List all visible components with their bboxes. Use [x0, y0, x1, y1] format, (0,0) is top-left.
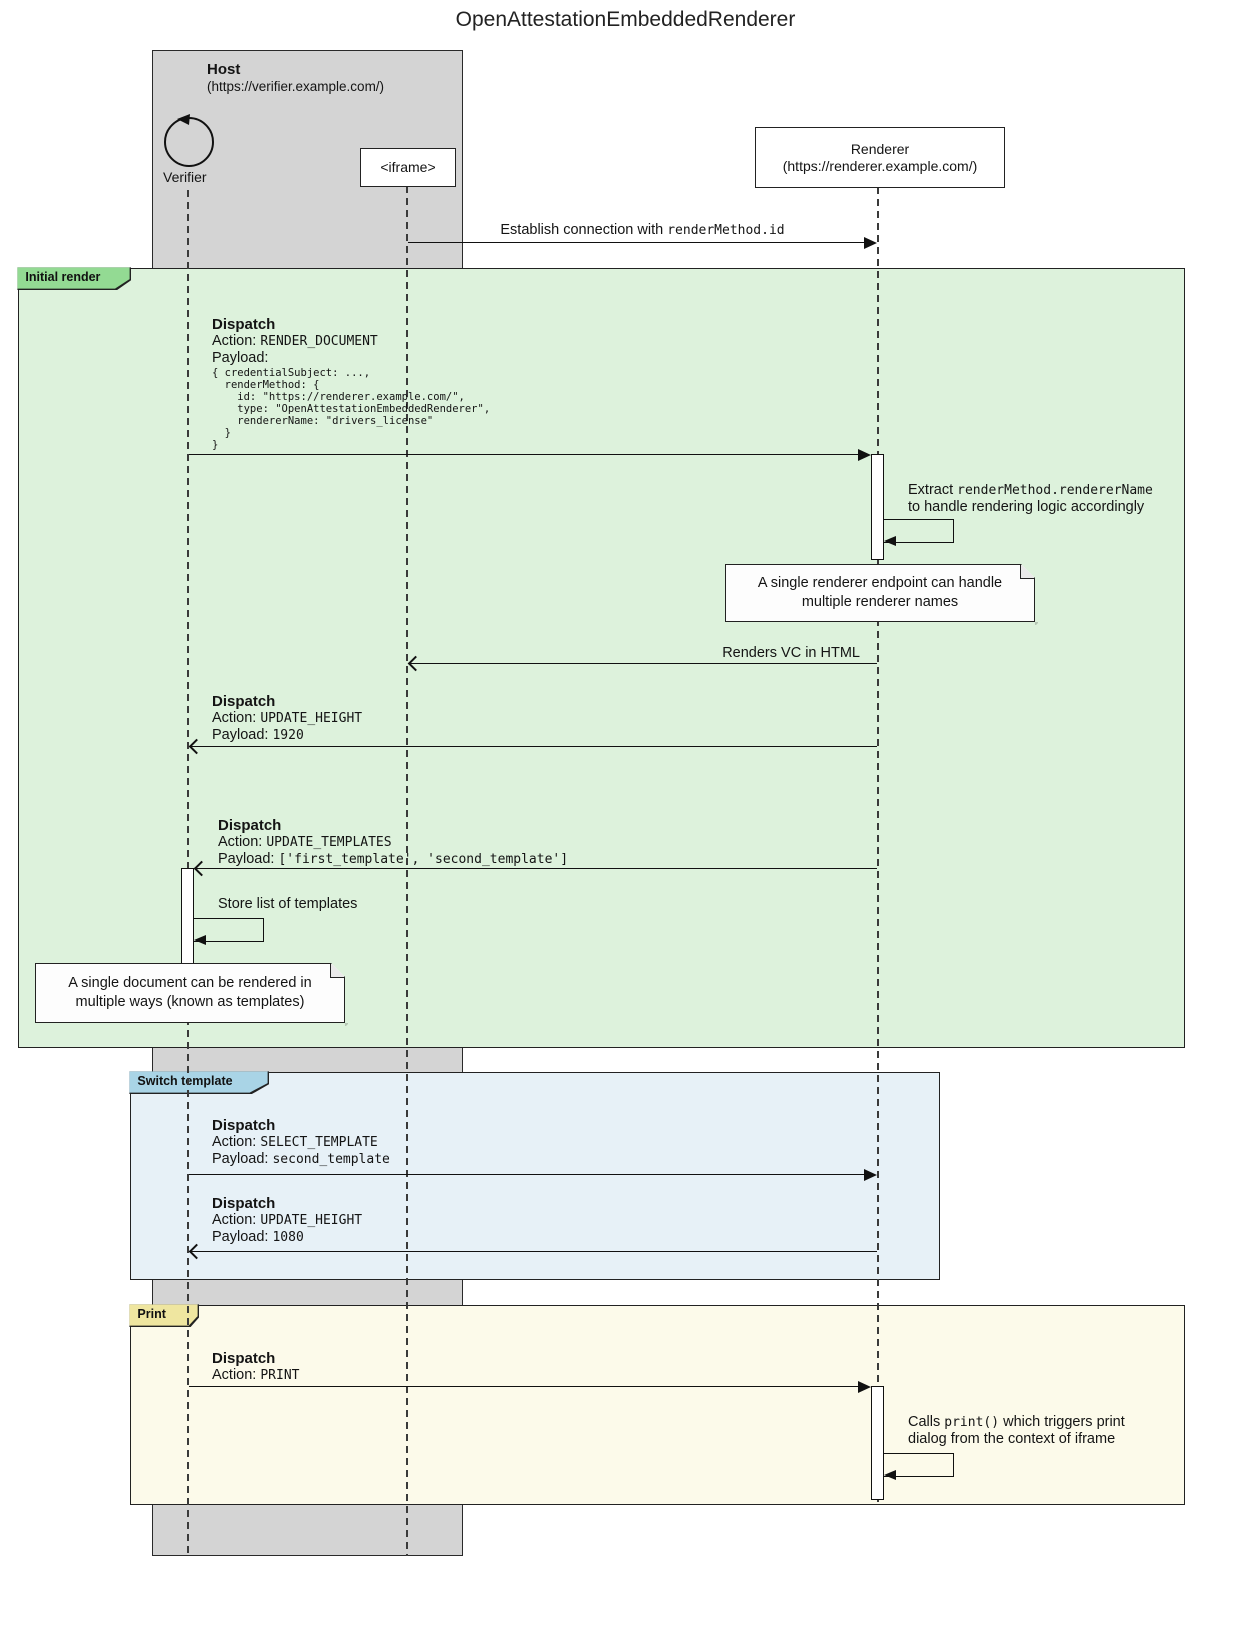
- action-value: RENDER_DOCUMENT: [260, 334, 378, 349]
- message-renders-vc: Renders VC in HTML: [722, 645, 860, 661]
- action-value: PRINT: [260, 1368, 300, 1383]
- dispatch-title: Dispatch: [212, 693, 276, 710]
- verifier-control-icon: [162, 112, 216, 168]
- action-value: UPDATE_HEIGHT: [260, 711, 363, 726]
- host-name: Host: [207, 61, 241, 78]
- renderer-activation-1: [871, 454, 884, 560]
- verifier-label: Verifier: [163, 169, 207, 185]
- action-label: Action:: [212, 710, 261, 726]
- message-update-height-2: Dispatch Action: UPDATE_HEIGHT Payload: …: [212, 1195, 362, 1246]
- dispatch-title: Dispatch: [212, 1117, 276, 1134]
- message-render-document: Dispatch Action: RENDER_DOCUMENT Payload…: [212, 316, 490, 451]
- action-value: UPDATE_TEMPLATES: [266, 835, 392, 850]
- calls-print-line2: dialog from the context of iframe: [908, 1431, 1116, 1447]
- arrow-update-templates-line: [196, 868, 877, 869]
- message-extract-renderer-name: Extract renderMethod.rendererName to han…: [908, 482, 1183, 516]
- action-label: Action:: [218, 834, 267, 850]
- action-value: UPDATE_HEIGHT: [260, 1213, 363, 1228]
- renderer-activation-2: [871, 1386, 884, 1500]
- dispatch-title: Dispatch: [212, 1195, 276, 1212]
- selfcall-extract-head: [884, 536, 896, 546]
- note-renderer-endpoint: A single renderer endpoint can handle mu…: [725, 564, 1035, 622]
- arrow-update-height-1-line: [190, 746, 877, 747]
- payload-label: Payload:: [218, 851, 279, 867]
- selfcall-extract: [884, 519, 954, 543]
- payload-value: 1080: [272, 1230, 304, 1245]
- renderer-url: (https://renderer.example.com/): [782, 157, 978, 174]
- message-print: Dispatch Action: PRINT: [212, 1350, 300, 1384]
- iframe-lifeline: [406, 186, 408, 1556]
- fragment-initial-tab: Initial render: [17, 267, 132, 291]
- message-update-height-1: Dispatch Action: UPDATE_HEIGHT Payload: …: [212, 693, 362, 744]
- fragment-print-label: Print: [129, 1304, 198, 1326]
- arrow-establish-head: [864, 237, 877, 249]
- dispatch-title: Dispatch: [212, 316, 276, 333]
- payload-json: { credentialSubject: ..., renderMethod: …: [212, 367, 491, 451]
- message-establish-connection: Establish connection with renderMethod.i…: [430, 222, 855, 239]
- action-label: Action:: [212, 1212, 261, 1228]
- fragment-switch-label: Switch template: [129, 1071, 268, 1093]
- action-label: Action:: [212, 333, 261, 349]
- fragment-print: Print: [129, 1304, 1185, 1505]
- arrow-establish-line: [408, 242, 865, 243]
- note-renderer-endpoint-text: A single renderer endpoint can handle mu…: [757, 575, 1003, 610]
- payload-label: Payload:: [212, 350, 269, 366]
- extract-code: renderMethod.rendererName: [957, 483, 1153, 498]
- calls-print-text2: which triggers print: [999, 1414, 1125, 1430]
- message-update-templates: Dispatch Action: UPDATE_TEMPLATES Payloa…: [218, 817, 568, 868]
- arrow-renders-vc-line: [409, 663, 877, 664]
- payload-value: ['first_template', 'second_template']: [278, 852, 569, 867]
- arrow-select-template-head: [864, 1169, 877, 1181]
- page-title: OpenAttestationEmbeddedRenderer: [455, 8, 796, 31]
- payload-label: Payload:: [212, 727, 273, 743]
- arrow-render-document-line: [189, 454, 858, 455]
- fragment-initial-label: Initial render: [17, 267, 130, 289]
- renderer-name: Renderer: [850, 140, 910, 157]
- establish-code: renderMethod.id: [667, 223, 785, 238]
- action-label: Action:: [212, 1367, 261, 1383]
- host-url: (https://verifier.example.com/): [207, 79, 385, 94]
- iframe-box: <iframe>: [360, 148, 456, 187]
- iframe-label: <iframe>: [380, 159, 436, 175]
- renderer-box: Renderer (https://renderer.example.com/): [755, 127, 1005, 188]
- arrow-update-height-2-line: [190, 1251, 877, 1252]
- action-value: SELECT_TEMPLATE: [260, 1135, 378, 1150]
- message-calls-print: Calls print() which triggers print dialo…: [908, 1414, 1183, 1448]
- fragment-switch-tab: Switch template: [129, 1071, 270, 1095]
- message-store-templates: Store list of templates: [218, 896, 358, 912]
- establish-text: Establish connection with: [500, 222, 668, 238]
- dispatch-title: Dispatch: [218, 817, 282, 834]
- note-document-templates: A single document can be rendered in mul…: [35, 963, 345, 1023]
- arrow-print-line: [189, 1386, 858, 1387]
- selfcall-print: [884, 1453, 954, 1477]
- selfcall-print-head: [884, 1470, 896, 1480]
- calls-print-code: print(): [944, 1415, 1000, 1430]
- fragment-switch-template: Switch template: [129, 1071, 940, 1280]
- payload-label: Payload:: [212, 1229, 273, 1245]
- arrow-print-head: [858, 1381, 871, 1393]
- renderer-lifeline: [877, 187, 879, 1505]
- payload-value: 1920: [272, 728, 304, 743]
- payload-value: second_template: [272, 1152, 390, 1167]
- arrow-render-document-head: [858, 449, 871, 461]
- dispatch-title: Dispatch: [212, 1350, 276, 1367]
- note-document-templates-text: A single document can be rendered in mul…: [68, 975, 312, 1010]
- fragment-print-tab: Print: [129, 1304, 200, 1328]
- extract-text-line2: to handle rendering logic accordingly: [908, 499, 1145, 515]
- payload-label: Payload:: [212, 1151, 273, 1167]
- arrow-select-template-line: [189, 1174, 865, 1175]
- message-select-template: Dispatch Action: SELECT_TEMPLATE Payload…: [212, 1117, 390, 1168]
- selfcall-store-templates-head: [194, 935, 206, 945]
- calls-print-text: Calls: [908, 1414, 945, 1430]
- extract-text: Extract: [908, 482, 958, 498]
- action-label: Action:: [212, 1134, 261, 1150]
- selfcall-store-templates: [194, 918, 264, 942]
